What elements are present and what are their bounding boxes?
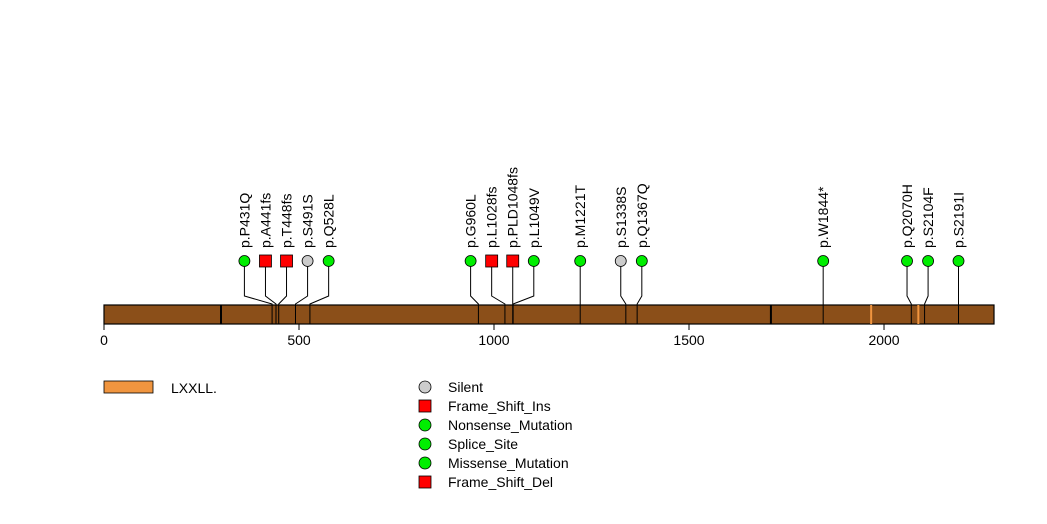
- x-tick-label: 0: [100, 332, 108, 348]
- mutation-label: p.L1049V: [526, 187, 542, 248]
- mutation-circle-marker: [614, 255, 627, 267]
- x-tick-label: 1000: [478, 332, 509, 348]
- mutation-circle-marker: [464, 255, 477, 267]
- x-tick-label: 1500: [673, 332, 704, 348]
- lollipop-stem: [243, 261, 273, 324]
- lollipop-stem: [924, 261, 929, 324]
- legend-domain-swatch: [103, 380, 154, 394]
- mutation-square-marker: [280, 254, 293, 268]
- legend-label: Splice_Site: [448, 436, 518, 452]
- lollipop-stem: [636, 261, 643, 324]
- x-tick-label: 500: [287, 332, 311, 348]
- protein-bar: [103, 304, 995, 325]
- mutation-circle-marker: [817, 255, 830, 267]
- legend-label: Nonsense_Mutation: [448, 417, 573, 433]
- mutation-circle-marker: [952, 255, 965, 267]
- legend-circle-icon: [418, 437, 432, 451]
- mutation-label: p.S1338S: [613, 187, 629, 249]
- mutation-circle-marker: [301, 255, 314, 267]
- mutation-label: p.M1221T: [572, 185, 588, 248]
- mutation-circle-marker: [527, 255, 540, 267]
- lollipop-stem: [512, 261, 535, 324]
- lollipop-stem: [470, 261, 479, 324]
- legend-label: Missense_Mutation: [448, 455, 569, 471]
- lollipop-stem: [906, 261, 912, 324]
- lollipop-stem: [264, 261, 277, 324]
- mutation-circle-marker: [901, 255, 913, 267]
- domain-lxxll: [870, 305, 873, 324]
- mutation-label: p.S2191I: [951, 192, 967, 248]
- mutation-circle-marker: [238, 255, 251, 267]
- mutation-label: p.Q1367Q: [634, 183, 650, 248]
- legend-circle-icon: [418, 380, 432, 394]
- x-tick-label: 2000: [868, 332, 899, 348]
- mutation-square-marker: [506, 254, 520, 268]
- mutation-circle-marker: [574, 255, 587, 267]
- mutation-square-marker: [259, 254, 272, 268]
- legend-label: Silent: [448, 379, 483, 395]
- legend-circle-icon: [418, 456, 432, 470]
- mutation-label: p.S2104F: [920, 187, 936, 248]
- mutation-circle-marker: [922, 255, 934, 267]
- mutation-label: p.L1028fs: [484, 187, 500, 249]
- legend-domain-label: LXXLL.: [171, 380, 217, 396]
- mutation-circle-marker: [322, 255, 335, 267]
- mutation-circle-marker: [635, 255, 648, 267]
- mutation-label: p.W1844*: [815, 186, 831, 248]
- mutation-label: p.S491S: [300, 194, 316, 248]
- mutation-label: p.P431Q: [236, 193, 252, 248]
- mutation-square-marker: [485, 254, 499, 268]
- legend-label: Frame_Shift_Del: [448, 474, 553, 490]
- legend-circle-icon: [418, 418, 432, 432]
- domain-lxxll: [917, 305, 920, 324]
- mutation-label: p.T448fs: [279, 194, 295, 248]
- lollipop-stem: [620, 261, 627, 324]
- legend-square-icon: [418, 399, 432, 413]
- legend-square-icon: [418, 475, 432, 489]
- mutation-label: p.PLD1048fs: [505, 167, 521, 248]
- lollipop-stem: [278, 261, 288, 324]
- mutation-label: p.G960L: [463, 194, 479, 248]
- mutation-label: p.Q528L: [321, 194, 337, 248]
- lollipop-stem: [309, 261, 330, 324]
- mutation-label: p.A441fs: [257, 193, 273, 248]
- lollipop-stem: [294, 261, 309, 324]
- legend-label: Frame_Shift_Ins: [448, 398, 551, 414]
- lollipop-stem: [491, 261, 506, 324]
- mutation-label: p.Q2070H: [899, 184, 915, 248]
